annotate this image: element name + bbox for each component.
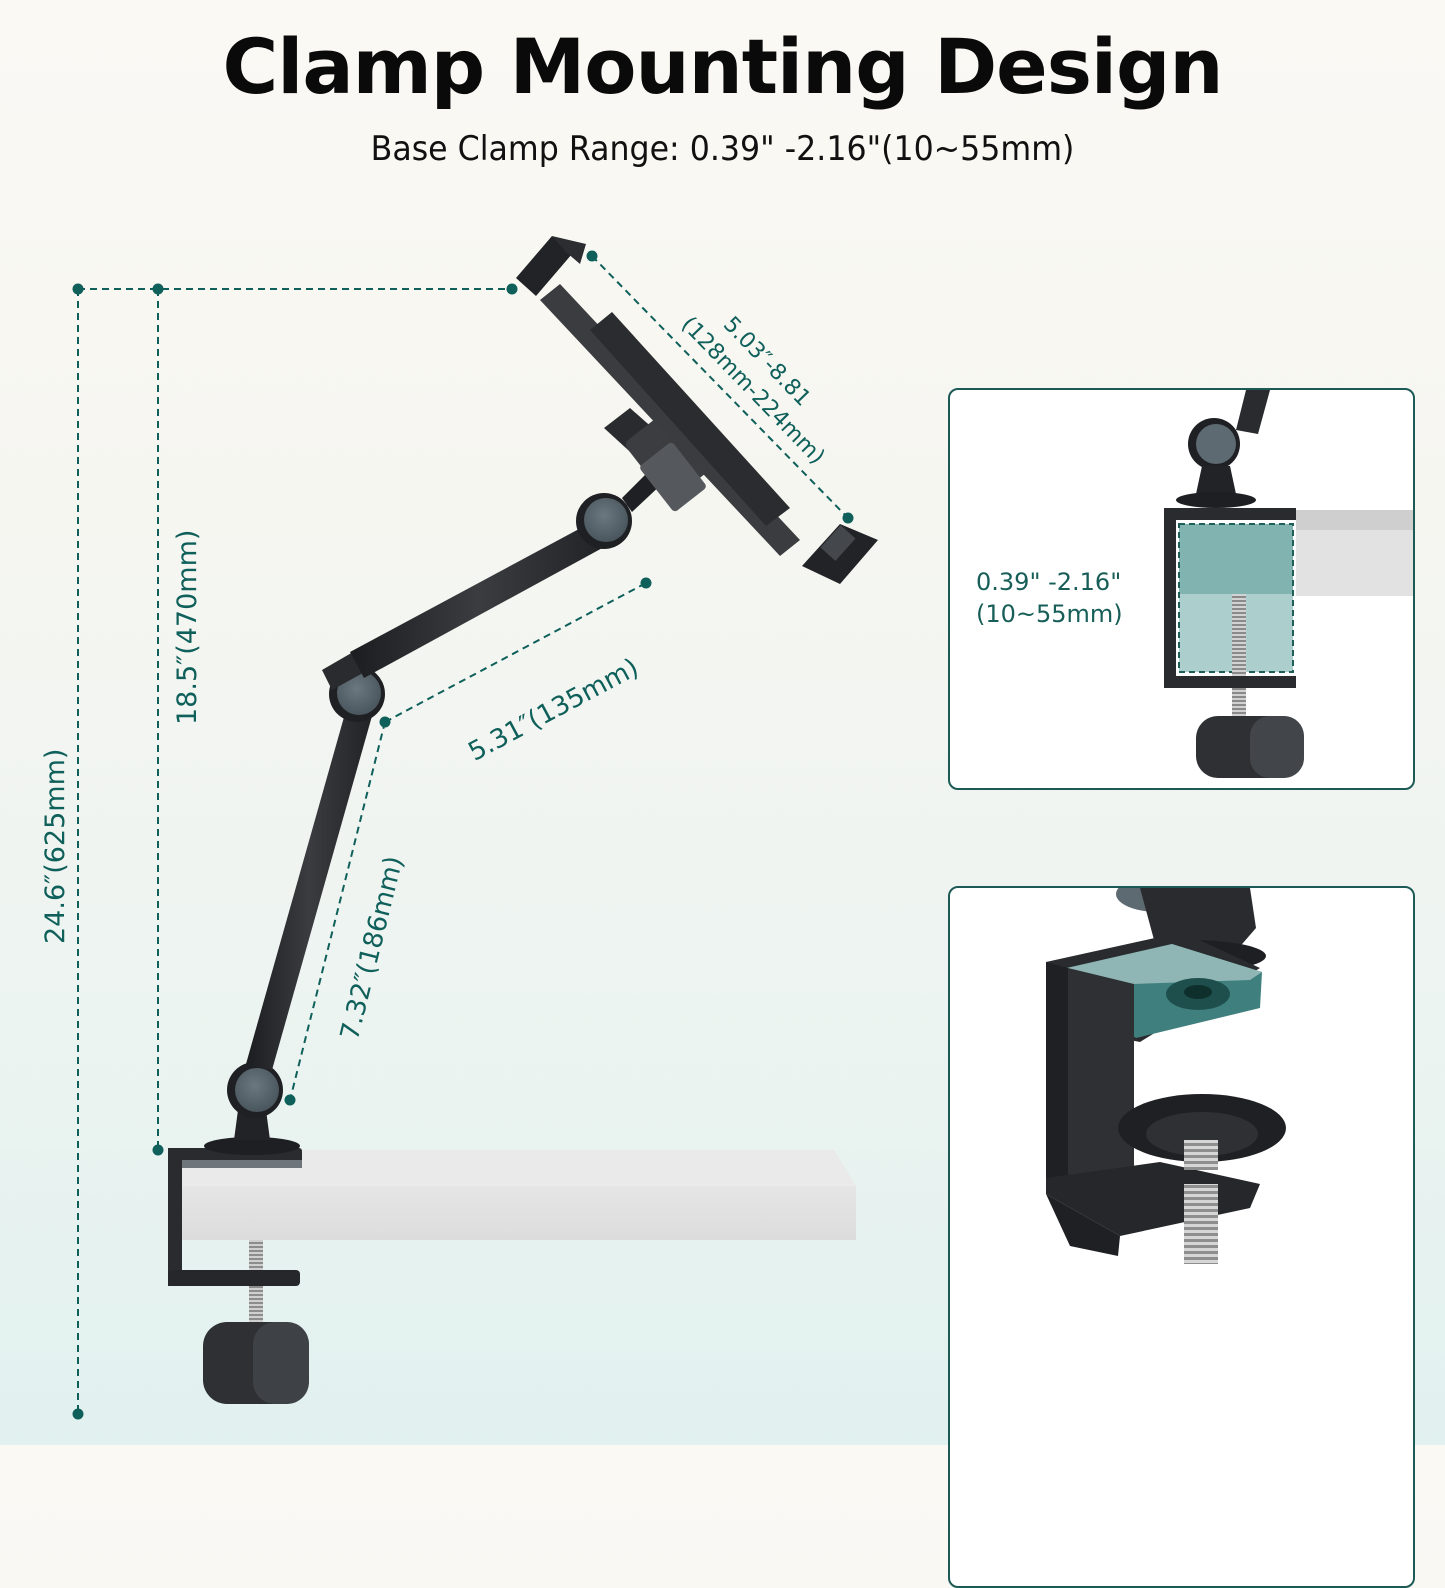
clamp-range-label-in: 0.39" -2.16" bbox=[976, 568, 1122, 596]
clamp-closeup-illustration bbox=[1046, 888, 1286, 1264]
tablet-holder bbox=[516, 236, 878, 584]
dimension-total-height: 24.6″(625mm) bbox=[40, 748, 71, 944]
page-subtitle: Base Clamp Range: 0.39" -2.16"(10~55mm) bbox=[370, 129, 1075, 169]
dimension-arm-height: 18.5″(470mm) bbox=[172, 529, 203, 725]
page-title: Clamp Mounting Design bbox=[222, 22, 1224, 111]
upper-arm bbox=[350, 522, 606, 678]
clamp-closeup-detail-panel bbox=[948, 886, 1415, 1588]
dimension-dots bbox=[72, 250, 854, 1420]
dimension-lines bbox=[77, 255, 849, 1414]
base-clamp bbox=[168, 1110, 309, 1404]
clamp-range-label-mm: (10~55mm) bbox=[976, 600, 1123, 628]
desk-board bbox=[180, 1150, 856, 1240]
ball-head bbox=[604, 408, 713, 512]
clamp-range-detail-panel: 0.39" -2.16" (10~55mm) bbox=[948, 388, 1415, 790]
lower-arm bbox=[246, 710, 372, 1070]
mount-illustration bbox=[72, 236, 878, 1420]
clamp-range-illustration bbox=[1164, 390, 1413, 778]
lower-joint bbox=[227, 1062, 283, 1118]
